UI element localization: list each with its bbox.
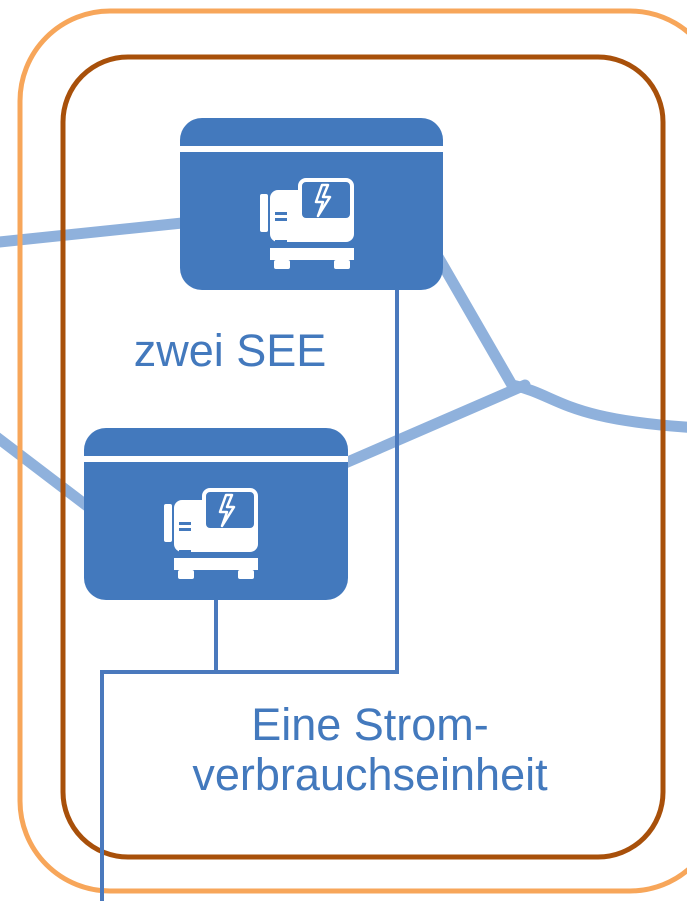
wire-upper-unit (100, 288, 399, 901)
generator-unit-upper (180, 118, 443, 290)
consumer-unit-label-line1: Eine Strom- (251, 699, 489, 750)
outer-frame (17, 8, 687, 894)
consumer-unit-label: Eine Strom- verbrauchseinheit (130, 699, 610, 801)
grid-line-left-bottom (0, 432, 101, 518)
grid-line-diagonal (431, 249, 518, 391)
generator-icon (164, 488, 258, 579)
grid-line-to-lower-unit (337, 379, 531, 470)
grid-lines (0, 216, 687, 518)
inner-frame (60, 54, 666, 860)
wiring (100, 288, 399, 901)
grid-line-left-top (0, 216, 198, 248)
grid-line-right (506, 379, 687, 433)
generator-icon (260, 178, 354, 269)
consumer-unit-label-line2: verbrauchseinheit (192, 749, 548, 801)
generator-unit-lower (84, 428, 348, 600)
generators-label: zwei SEE (133, 325, 327, 376)
